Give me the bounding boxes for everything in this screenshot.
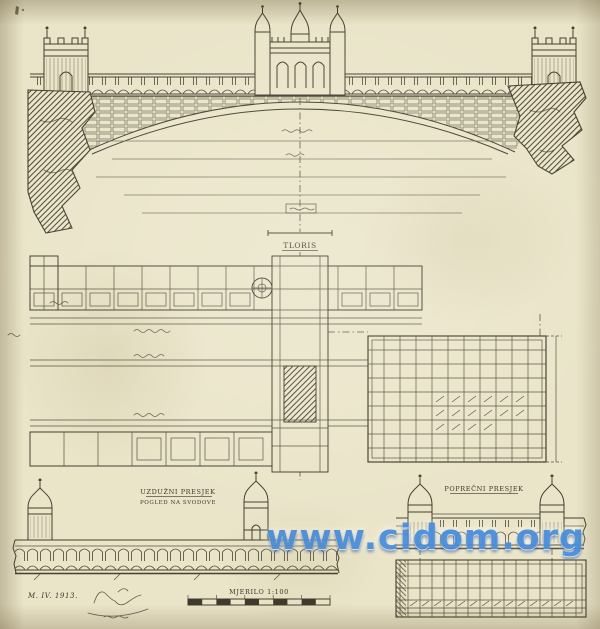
center-dimension bbox=[267, 230, 333, 236]
cross-section: POPREČNI PRESJEK bbox=[395, 474, 587, 618]
plan-central-band bbox=[271, 255, 329, 473]
section-tower-mid bbox=[243, 471, 269, 541]
dome-center bbox=[290, 8, 310, 35]
section-cut-right bbox=[336, 539, 341, 574]
date-text: M. IV. 1913. bbox=[27, 592, 78, 600]
scale-label: MJERILO 1:100 bbox=[229, 588, 289, 596]
right-riverbank bbox=[507, 81, 587, 175]
pavilion-window bbox=[276, 61, 289, 88]
pavilion-parapet bbox=[271, 37, 329, 42]
longitudinal-section-subtitle: POGLED NA SVODOVE bbox=[140, 500, 216, 506]
cross-deck-grid bbox=[395, 548, 587, 618]
scan-mark bbox=[15, 6, 25, 15]
grid-dimension bbox=[546, 335, 562, 463]
plan-roadway-lines bbox=[30, 317, 422, 427]
plan-upper-band bbox=[29, 255, 423, 311]
ground-ticks bbox=[33, 573, 281, 581]
signature-block: M. IV. 1913. bbox=[27, 588, 149, 619]
section-arcade-wall bbox=[12, 539, 341, 575]
section-turret-left bbox=[27, 478, 53, 541]
spandrel-masonry bbox=[60, 96, 540, 152]
longitudinal-section: UZDUŽNI PRESJEK POGLED NA SVODOVE bbox=[12, 471, 341, 581]
architect-signature bbox=[87, 588, 149, 619]
plan-title: TLORIS bbox=[283, 241, 316, 250]
left-riverbank bbox=[27, 89, 96, 234]
pavilion-window bbox=[294, 61, 307, 88]
cross-tower-left bbox=[407, 474, 433, 546]
watermark-text: www.cidom.org bbox=[266, 518, 586, 558]
deck-grid-hatch-row bbox=[409, 600, 574, 607]
cross-tower-right bbox=[539, 474, 565, 546]
plan-lower-band bbox=[29, 431, 273, 467]
plan-notes bbox=[7, 301, 171, 417]
plan-foundation-grid bbox=[328, 314, 562, 463]
pavilion-window bbox=[312, 61, 325, 88]
grid-diagonal-ticks bbox=[435, 395, 525, 431]
elevation-view bbox=[27, 2, 587, 236]
central-pavilion bbox=[254, 2, 346, 96]
scale-bar: MJERILO 1:100 bbox=[187, 588, 331, 606]
longitudinal-section-title: UZDUŽNI PRESJEK bbox=[140, 487, 215, 496]
pier-core-hatch bbox=[283, 365, 317, 423]
cross-section-title: POPREČNI PRESJEK bbox=[444, 484, 523, 493]
cross-section-parapet bbox=[396, 513, 587, 550]
water-lines bbox=[96, 129, 506, 214]
cross-cut-right bbox=[582, 517, 587, 547]
left-gate-tower bbox=[43, 26, 89, 96]
plan-rosette bbox=[251, 277, 273, 299]
dome-left bbox=[254, 12, 271, 33]
section-cut-left bbox=[12, 539, 17, 574]
plan-view: TLORIS bbox=[7, 241, 562, 480]
